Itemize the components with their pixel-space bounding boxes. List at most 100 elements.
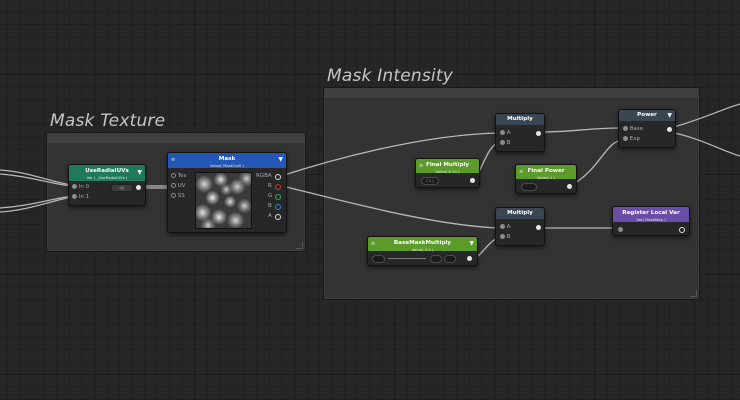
output-port-icon[interactable]: [470, 178, 475, 183]
port-dot-icon[interactable]: [72, 194, 77, 199]
dropdown-icon[interactable]: ▼: [137, 169, 142, 176]
node-multiply-top[interactable]: Multiply A B: [495, 113, 545, 152]
port-dot-icon[interactable]: [72, 184, 77, 189]
output-port-a[interactable]: A: [268, 212, 272, 221]
texture-preview[interactable]: [195, 172, 252, 229]
node-register-local-var[interactable]: Register Local Var Var( MaskMap ): [612, 206, 690, 236]
port-label: A: [506, 130, 511, 136]
value-field[interactable]: ( 1 ): [421, 177, 439, 185]
group-title-mask-texture[interactable]: Mask Texture: [50, 111, 166, 131]
group-header: [47, 133, 305, 143]
port-label: Exp: [629, 136, 640, 142]
dropdown-icon[interactable]: ▼: [667, 112, 672, 119]
node-multiply-bottom[interactable]: Multiply A B: [495, 207, 545, 246]
node-mask[interactable]: ≡ Mask Value( MaskCol0 ) ▼ Tex UV SS RGB…: [167, 152, 287, 233]
input-port-in0[interactable]: In 0: [72, 183, 89, 192]
port-label: A: [506, 224, 511, 230]
port-dot-icon[interactable]: [171, 183, 176, 188]
port-label: UV: [177, 183, 186, 189]
input-port-a[interactable]: A: [500, 129, 511, 138]
output-b-icon[interactable]: [275, 204, 281, 210]
input-port-b[interactable]: B: [500, 233, 511, 242]
output-port-icon[interactable]: [567, 184, 572, 189]
node-final-power[interactable]: ≡ Final Power Value( 1 ): [515, 164, 577, 194]
input-port-in1[interactable]: In 1: [72, 193, 89, 202]
port-dot-icon[interactable]: [171, 173, 176, 178]
port-label: B: [506, 140, 511, 146]
node-power[interactable]: Power ▼ Base Exp: [618, 109, 676, 148]
node-subtitle: Value( 0.4 ): [411, 247, 434, 252]
node-subtitle: Var ( _UseRadialUVs ): [86, 175, 128, 180]
node-subtitle: Var( MaskMap ): [636, 217, 666, 222]
output-port-rgba[interactable]: RGBA: [256, 172, 272, 181]
port-dot-icon[interactable]: [623, 126, 628, 131]
dropdown-icon[interactable]: ▼: [278, 156, 283, 163]
port-dot-icon[interactable]: [500, 140, 505, 145]
node-header[interactable]: Multiply: [496, 208, 544, 219]
input-port-base[interactable]: Base: [623, 125, 643, 134]
output-port-icon[interactable]: [136, 185, 141, 190]
output-port-icon[interactable]: [667, 127, 672, 132]
value-field[interactable]: [521, 183, 537, 191]
output-port-icon[interactable]: [536, 225, 541, 230]
node-header[interactable]: ≡ Final Power Value( 1 ): [516, 165, 576, 180]
input-port-a[interactable]: A: [500, 223, 511, 232]
input-port-icon[interactable]: [618, 227, 623, 232]
port-dot-icon[interactable]: [500, 234, 505, 239]
node-header[interactable]: Power ▼: [619, 110, 675, 121]
value-field[interactable]: [372, 255, 385, 263]
node-final-multiply[interactable]: ≡ Final Multiply Value( 0.14 ) ( 1 ): [415, 158, 480, 188]
port-label: A: [268, 213, 272, 219]
output-g-icon[interactable]: [275, 194, 281, 200]
node-title: Register Local Var: [622, 210, 680, 216]
input-port-ss[interactable]: SS: [171, 192, 185, 201]
output-port-b[interactable]: B: [268, 202, 272, 211]
output-port-g[interactable]: G: [268, 192, 272, 201]
slider-track[interactable]: [388, 258, 426, 259]
node-subtitle: Value( 0.14 ): [435, 169, 460, 174]
node-use-radial-uvs[interactable]: UseRadialUVs Var ( _UseRadialUVs ) ▼ In …: [68, 164, 146, 206]
group-header: [324, 88, 699, 98]
port-dot-icon[interactable]: [500, 130, 505, 135]
port-dot-icon[interactable]: [500, 224, 505, 229]
node-header[interactable]: ≡ BaseMaskMultiply Value( 0.4 ) ▼: [368, 237, 477, 252]
output-port-r[interactable]: R: [268, 182, 272, 191]
node-header[interactable]: UseRadialUVs Var ( _UseRadialUVs ) ▼: [69, 165, 145, 181]
min-field[interactable]: [430, 255, 442, 263]
output-a-icon[interactable]: [275, 214, 281, 220]
menu-icon[interactable]: ≡: [419, 163, 424, 169]
node-header[interactable]: Multiply: [496, 114, 544, 125]
output-port-icon[interactable]: [467, 256, 472, 261]
output-r-icon[interactable]: [275, 184, 281, 190]
input-port-b[interactable]: B: [500, 139, 511, 148]
output-port-icon[interactable]: [536, 131, 541, 136]
port-label: Tex: [177, 173, 187, 179]
node-header[interactable]: Register Local Var Var( MaskMap ): [613, 207, 689, 222]
node-header[interactable]: ≡ Mask Value( MaskCol0 ) ▼: [168, 153, 286, 168]
node-title: Multiply: [507, 116, 533, 122]
resize-grip[interactable]: [690, 290, 697, 297]
node-title: Power: [637, 112, 657, 118]
max-field[interactable]: [444, 255, 456, 263]
port-dot-icon[interactable]: [171, 193, 176, 198]
dropdown-icon[interactable]: ▼: [469, 240, 474, 247]
port-dot-icon[interactable]: [623, 136, 628, 141]
output-rgba-icon[interactable]: [275, 174, 281, 180]
node-title: BaseMaskMultiply: [393, 240, 452, 246]
input-port-tex[interactable]: Tex: [171, 172, 187, 181]
menu-icon[interactable]: ≡: [371, 241, 376, 247]
input-port-uv[interactable]: UV: [171, 182, 186, 191]
port-label: Base: [629, 126, 644, 132]
menu-icon[interactable]: ≡: [171, 157, 176, 163]
port-label: G: [268, 193, 273, 199]
port-label: SS: [177, 193, 185, 199]
resize-grip[interactable]: [296, 242, 303, 249]
node-header[interactable]: ≡ Final Multiply Value( 0.14 ): [416, 159, 479, 174]
group-title-mask-intensity[interactable]: Mask Intensity: [327, 66, 453, 86]
node-base-mask-multiply[interactable]: ≡ BaseMaskMultiply Value( 0.4 ) ▼: [367, 236, 478, 266]
menu-icon[interactable]: ≡: [519, 169, 524, 175]
value-dropdown[interactable]: (0): [111, 184, 133, 192]
output-port-icon[interactable]: [679, 227, 685, 233]
input-port-exp[interactable]: Exp: [623, 135, 640, 144]
node-title: Mask: [218, 156, 236, 162]
